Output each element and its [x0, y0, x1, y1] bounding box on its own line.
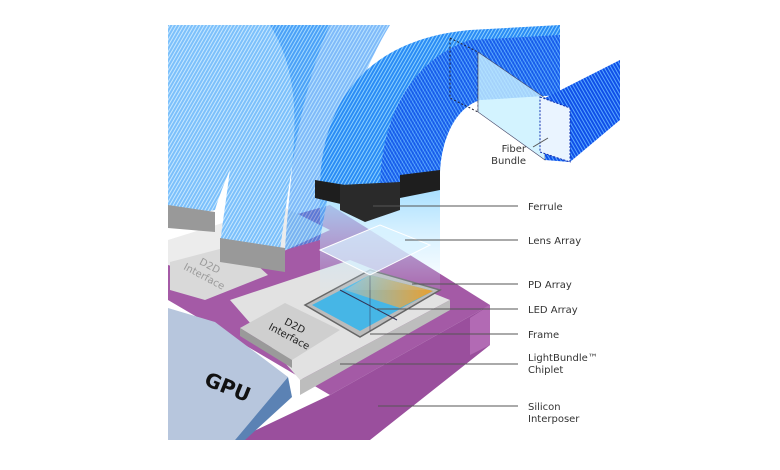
ferrule-label: Ferrule — [528, 202, 563, 213]
lens-array-label: Lens Array — [528, 236, 581, 247]
lens-array — [318, 224, 432, 276]
fiber-bundle — [320, 25, 620, 190]
chiplet-label-2: Chiplet — [528, 365, 563, 376]
fiber-bundle-label-2: Bundle — [491, 156, 526, 167]
ferrule — [315, 170, 440, 222]
d2d-interface-front: D2D Interface — [240, 303, 340, 368]
fiber-bundle-leader — [532, 137, 549, 148]
frame-label: Frame — [528, 330, 559, 341]
chiplet-label-1: LightBundle™ — [528, 353, 598, 364]
pd-array-label: PD Array — [528, 280, 572, 291]
led-array-label: LED Array — [528, 305, 578, 316]
fiber-bundle-label-1: Fiber — [502, 144, 527, 155]
gpu: GPU — [168, 308, 292, 440]
interposer-label-2: Interposer — [528, 414, 580, 425]
interposer-label-1: Silicon — [528, 402, 561, 413]
